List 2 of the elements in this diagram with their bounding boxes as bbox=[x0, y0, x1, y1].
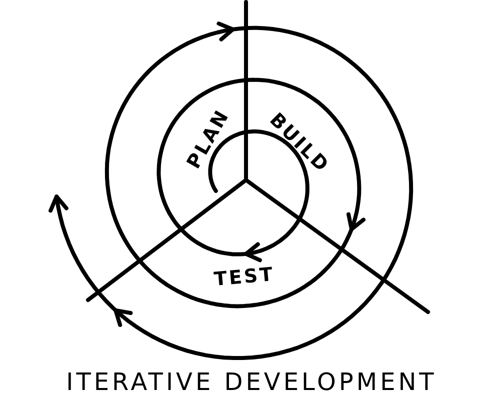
phase-label: TEST bbox=[213, 263, 276, 291]
diagram-title: ITERATIVE DEVELOPMENT bbox=[65, 368, 438, 396]
